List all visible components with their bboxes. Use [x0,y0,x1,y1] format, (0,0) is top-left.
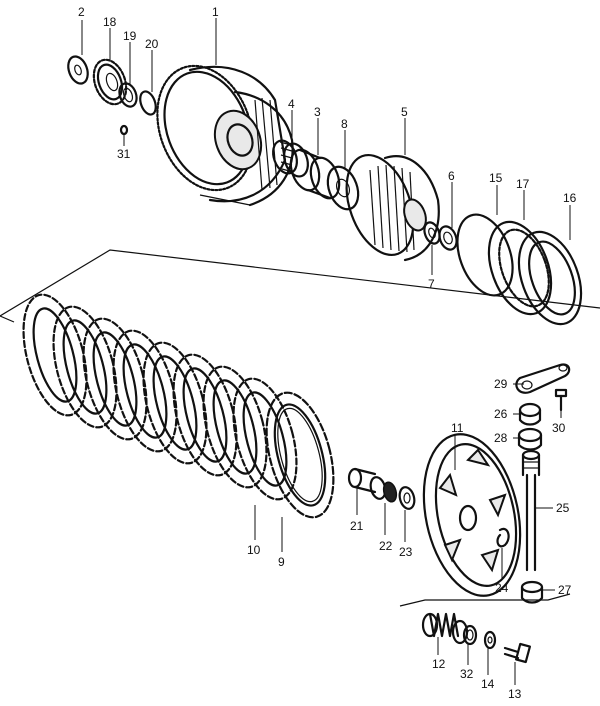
part-6-lock-washer [438,225,458,251]
part-30-bolt [554,388,568,412]
label-3: 3 [314,105,321,119]
part-7-nut [423,221,441,245]
part-31-ring [119,124,129,136]
part-20-circlip [139,90,157,116]
label-20: 20 [145,37,159,51]
part-4-needle-bearing [272,139,309,178]
callout-labels: 1 2 18 19 20 31 4 3 8 5 6 7 15 17 16 29 … [78,5,577,701]
label-9: 9 [278,555,285,569]
part-8-thrust-washer [326,165,360,211]
label-16: 16 [563,191,577,205]
label-31: 31 [117,147,131,161]
part-10-drive-plate-stack [22,293,298,501]
part-32-retainer [462,624,478,646]
label-8: 8 [341,117,348,131]
section-guide-lines [0,249,600,607]
label-30: 30 [552,421,566,435]
part-15-wire-ring [456,213,514,297]
part-9-driven-plate [265,391,335,519]
part-5-sleeve-hub [345,153,440,262]
label-21: 21 [350,519,364,533]
label-22: 22 [379,539,393,553]
label-2: 2 [78,5,85,19]
part-23-washer [398,486,416,510]
part-24-clip [496,527,510,548]
label-24: 24 [495,581,509,595]
part-26-seal [518,402,542,426]
label-4: 4 [288,97,295,111]
label-32: 32 [460,667,474,681]
part-28-bushing [517,427,543,451]
label-6: 6 [448,169,455,183]
label-5: 5 [401,105,408,119]
part-18-sprocket [92,58,128,106]
label-11: 11 [451,421,464,435]
label-14: 14 [481,677,495,691]
part-27-bushing [520,580,544,604]
label-25: 25 [556,501,570,515]
part-2-washer [67,55,89,85]
label-19: 19 [123,29,137,43]
part-22-bearing [369,476,398,503]
part-17-cushion-plate [487,220,553,316]
label-17: 17 [516,177,530,191]
leader-lines [81,18,571,685]
label-26: 26 [494,407,508,421]
label-7: 7 [428,277,435,291]
part-19-bushing [118,82,138,108]
part-16-cushion-spring [517,230,583,326]
label-28: 28 [494,431,508,445]
label-23: 23 [399,545,413,559]
label-10: 10 [247,543,261,557]
part-12-spring [421,612,469,645]
label-13: 13 [508,687,522,701]
label-1: 1 [212,5,219,19]
part-11-pressure-plate [422,433,522,597]
label-27: 27 [558,583,572,597]
part-25-release-shaft [521,449,541,572]
part-1-clutch-housing [156,64,294,207]
part-13-bolt [503,642,532,664]
label-12: 12 [432,657,446,671]
label-18: 18 [103,15,117,29]
part-29-release-arm [515,363,571,394]
label-15: 15 [489,171,503,185]
part-14-washer [483,630,497,650]
label-29: 29 [494,377,508,391]
